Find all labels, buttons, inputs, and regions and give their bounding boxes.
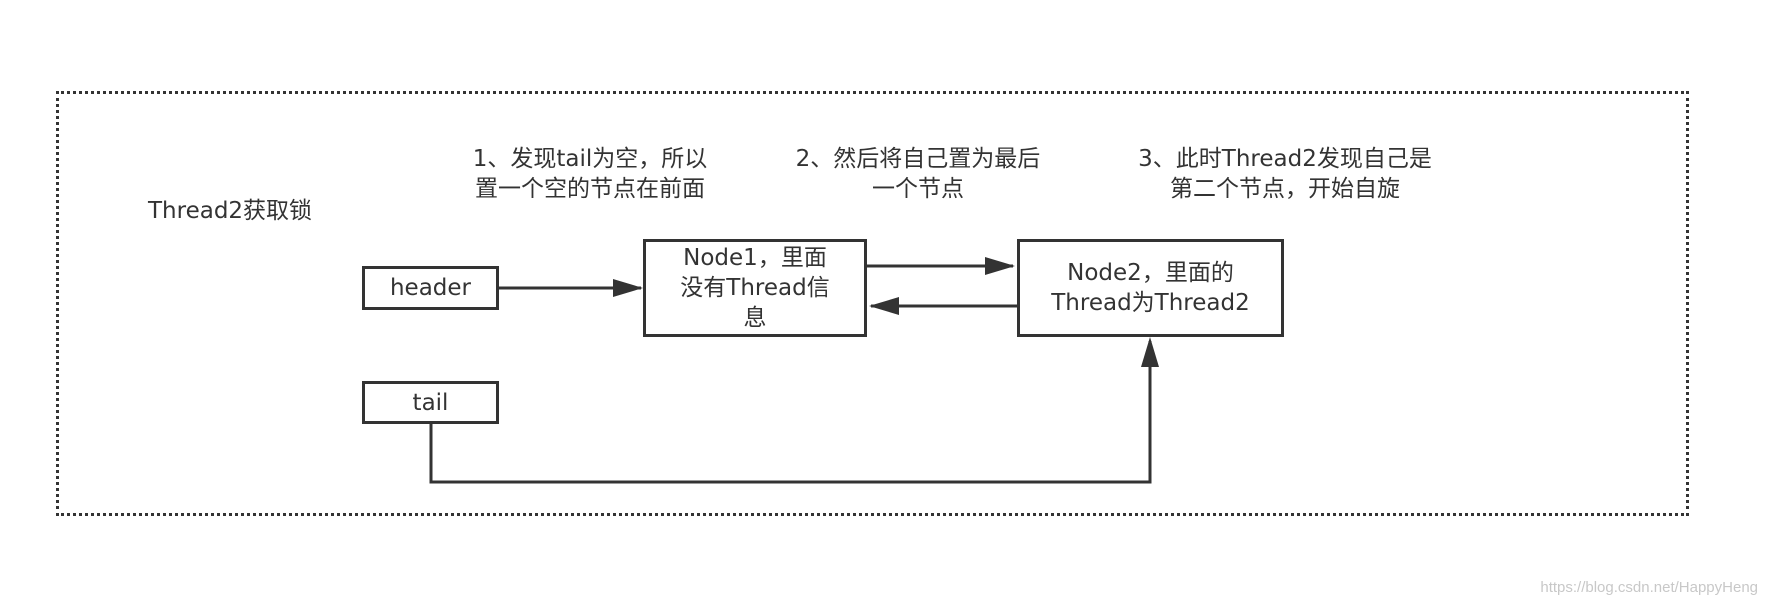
step-2-annotation: 2、然后将自己置为最后 一个节点 — [795, 146, 1041, 202]
watermark: https://blog.csdn.net/HappyHeng — [1540, 579, 1758, 596]
header-to-node1-arrowhead — [613, 279, 643, 297]
container-frame — [56, 91, 1689, 516]
tail-to-node2-arrowhead — [1141, 337, 1159, 367]
step-1-annotation: 1、发现tail为空，所以 置一个空的节点在前面 — [472, 146, 708, 202]
tail-node: tail — [362, 381, 499, 424]
node2-to-node1-arrowhead — [869, 297, 899, 315]
step-3-annotation: 3、此时Thread2发现自己是 第二个节点，开始自旋 — [1138, 146, 1432, 202]
node1-to-node2-arrowhead — [985, 257, 1015, 275]
diagram-title: Thread2获取锁 — [148, 198, 313, 224]
node1-box: Node1，里面 没有Thread信 息 — [643, 239, 867, 337]
header-node: header — [362, 266, 499, 310]
tail-to-node2-connector — [429, 341, 1152, 484]
node2-box: Node2，里面的 Thread为Thread2 — [1017, 239, 1284, 337]
